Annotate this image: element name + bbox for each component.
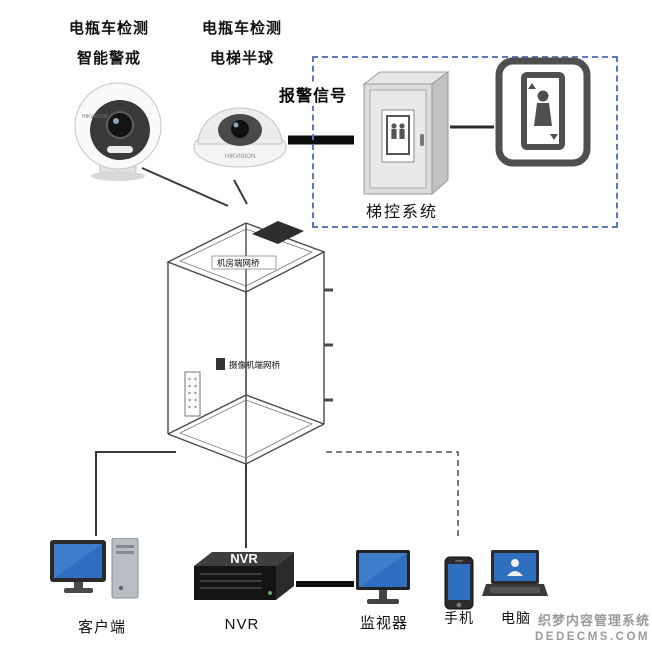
camera1-caption-line1: 电瓶车检测 bbox=[68, 20, 149, 37]
camera2-caption: 电瓶车检测 电梯半球 bbox=[186, 14, 298, 74]
client-caption: 客户端 bbox=[77, 619, 126, 636]
camera1-caption: 电瓶车检测 智能警戒 bbox=[48, 14, 170, 74]
phone-art bbox=[444, 556, 474, 610]
laptop-caption: 电脑 bbox=[501, 610, 531, 626]
laptop-art bbox=[482, 550, 548, 596]
bridge-top-label-box bbox=[211, 255, 277, 270]
camera-bridge-device bbox=[216, 358, 225, 370]
camera-lens bbox=[231, 120, 249, 138]
watermark: 织梦内容管理系统 DEDECMS.COM bbox=[500, 612, 650, 646]
elevator-client-line bbox=[95, 451, 176, 536]
camera1-caption-line2: 智能警戒 bbox=[76, 50, 141, 67]
monitor-art bbox=[356, 550, 410, 604]
control-cabinet-icon bbox=[356, 68, 450, 203]
phone-caption: 手机 bbox=[444, 610, 474, 626]
elevator-control-group-box bbox=[312, 56, 618, 228]
elevator-sign-art bbox=[495, 57, 591, 167]
mini-dome-camera-art: HIKVISION bbox=[193, 107, 287, 168]
turret-camera-icon: HIKVISION bbox=[70, 80, 166, 187]
monitor-icon bbox=[356, 550, 412, 619]
car-control-panel bbox=[184, 371, 201, 417]
camera1-brand-text: HIKVISION bbox=[82, 114, 108, 120]
camera2-brand-text: HIKVISION bbox=[225, 154, 255, 160]
nvr-device-art: NVR bbox=[194, 551, 294, 600]
cabinet-handle bbox=[420, 134, 424, 146]
elevator-mobile-dashed-line bbox=[326, 451, 459, 540]
monitor-caption: 监视器 bbox=[359, 615, 408, 632]
watermark-line1: 织梦内容管理系统 bbox=[537, 613, 650, 628]
phone-icon bbox=[444, 556, 474, 615]
laptop-icon bbox=[482, 550, 548, 609]
elevator-sign-icon bbox=[494, 56, 592, 173]
camera2-link-line bbox=[233, 179, 248, 205]
elevator-wireframe bbox=[166, 222, 333, 465]
mini-dome-camera-icon: HIKVISION bbox=[192, 94, 288, 175]
camera2-caption-line2: 电梯半球 bbox=[209, 50, 274, 67]
nvr-caption: NVR bbox=[224, 616, 260, 633]
alarm-signal-caption: 报警信号 bbox=[276, 82, 351, 106]
elevator-control-caption: 梯控系统 bbox=[366, 204, 439, 221]
phone-screen bbox=[448, 564, 470, 600]
client-desktop-icon bbox=[50, 537, 140, 615]
ceiling-bridge-device bbox=[252, 221, 304, 244]
control-cabinet-art bbox=[362, 71, 450, 196]
client-desktop-art bbox=[50, 537, 139, 599]
camera1-link-line bbox=[141, 167, 229, 207]
nvr-device-icon: NVR bbox=[186, 550, 296, 613]
nvr-device-text: NVR bbox=[230, 551, 258, 566]
bridge-top-label: 机房端网桥 bbox=[217, 258, 260, 268]
camera2-caption-line1: 电瓶车检测 bbox=[201, 20, 282, 37]
watermark-line2: DEDECMS.COM bbox=[534, 631, 650, 643]
camera-lens bbox=[106, 111, 134, 139]
bridge-cam-label: 摄像机端网桥 bbox=[229, 360, 281, 370]
turret-camera-art: HIKVISION bbox=[74, 82, 162, 181]
